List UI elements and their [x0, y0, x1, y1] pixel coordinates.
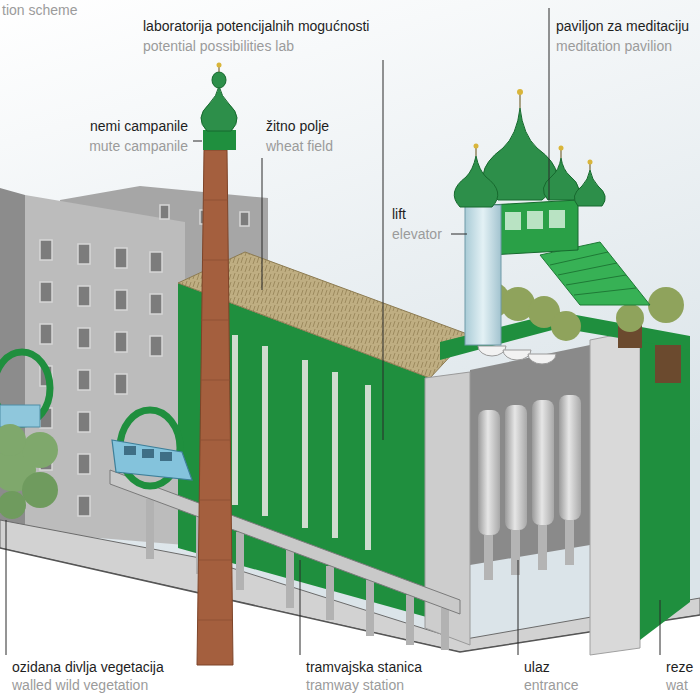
- tram-viaduct: [110, 410, 460, 650]
- callout-translation: meditation pavilion: [556, 38, 672, 54]
- callout-label: paviljon za meditaciju: [556, 18, 689, 34]
- callout-translation: entrance: [524, 677, 578, 693]
- callout-translation: potential possibilities lab: [143, 38, 294, 54]
- callout-label: laboratorija potencijalnih mogućnosti: [143, 18, 369, 34]
- callout-label: ulaz: [524, 659, 550, 675]
- callout-translation: tramway station: [306, 677, 404, 693]
- leader-lines: [6, 8, 660, 655]
- callout-label: žitno polje: [266, 118, 329, 134]
- callout-label: lift: [392, 206, 406, 222]
- callout-label: tramvajska stanica: [306, 659, 422, 675]
- callout-translation: wat: [666, 677, 688, 693]
- meditation-pavilion: [454, 89, 650, 345]
- tram-tube: [0, 405, 40, 427]
- mute-campanile: [197, 63, 237, 666]
- callout-label: ozidana divlja vegetacija: [12, 659, 164, 675]
- callout-translation: elevator: [392, 226, 442, 242]
- callout-label: reze: [666, 659, 693, 675]
- callout-translation: walled wild vegetation: [12, 677, 148, 693]
- callout-translation: mute campanile: [89, 138, 188, 154]
- callout-label: nemi campanile: [90, 118, 188, 134]
- wild-vegetation: [0, 424, 58, 519]
- callout-translation: wheat field: [266, 138, 333, 154]
- title-fragment: tion scheme: [2, 2, 77, 18]
